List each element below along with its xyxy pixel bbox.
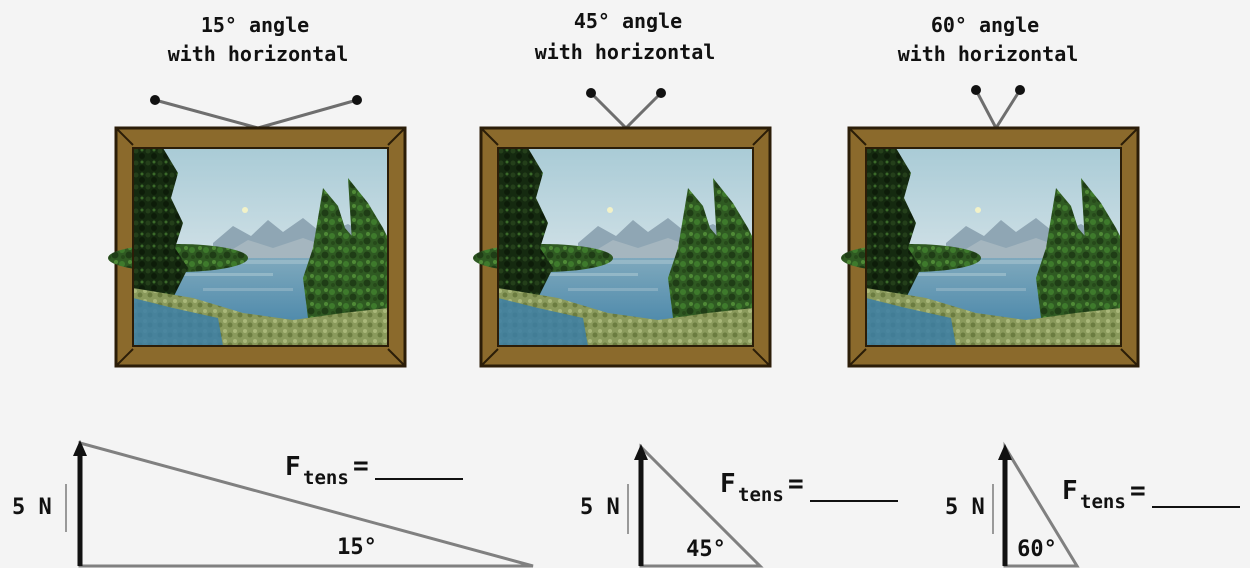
force-triangle-15: 5 N 15° F tens = xyxy=(12,440,534,568)
caption-60: 60° angle with horizontal xyxy=(898,13,1079,66)
nail-60-right xyxy=(1015,85,1025,95)
arrowhead-45 xyxy=(634,444,648,460)
caption-15: 15° angle with horizontal xyxy=(168,13,349,66)
tension-label-15-sub: tens xyxy=(303,467,349,489)
force-label-45: 5 N xyxy=(580,495,620,520)
tension-label-60-sub: tens xyxy=(1080,491,1126,513)
picture-frame-15 xyxy=(108,126,407,368)
arrowhead-15 xyxy=(73,440,87,456)
wire-45-left xyxy=(589,91,628,130)
nail-15-left xyxy=(150,95,160,105)
nail-45-right xyxy=(656,88,666,98)
caption-15-line1: 15° angle xyxy=(201,13,309,37)
caption-45: 45° angle with horizontal xyxy=(535,9,716,64)
caption-60-line2: with horizontal xyxy=(898,42,1079,66)
force-label-60: 5 N xyxy=(945,495,985,520)
wire-60-right xyxy=(994,89,1022,129)
wire-45-right xyxy=(624,91,663,130)
nail-45-left xyxy=(586,88,596,98)
force-triangle-60: 5 N 60° F tens = xyxy=(945,441,1240,568)
angle-label-60: 60° xyxy=(1017,537,1057,562)
wires-45 xyxy=(586,88,666,130)
wire-15-right xyxy=(257,98,358,130)
tension-label-60-main: F xyxy=(1062,476,1078,506)
landscape-painting-60 xyxy=(841,147,1122,347)
wires-60 xyxy=(971,85,1025,129)
caption-15-line2: with horizontal xyxy=(168,42,349,66)
caption-60-line1: 60° angle xyxy=(931,13,1039,37)
landscape-painting-15 xyxy=(108,147,389,347)
angle-label-45: 45° xyxy=(686,537,726,562)
angle-label-15: 15° xyxy=(337,535,377,560)
arrowhead-60 xyxy=(998,444,1012,460)
triangle-15-outline xyxy=(78,441,534,568)
wire-15-left xyxy=(154,98,259,130)
nail-15-right xyxy=(352,95,362,105)
force-label-15: 5 N xyxy=(12,495,52,520)
wires-15 xyxy=(150,95,362,130)
caption-45-line1: 45° angle xyxy=(574,9,682,33)
force-triangle-45: 5 N 45° F tens = xyxy=(580,443,898,568)
picture-frame-60 xyxy=(841,126,1140,368)
tension-label-45-eq: = xyxy=(788,469,804,499)
picture-frame-45 xyxy=(473,126,772,368)
wire-60-left xyxy=(974,89,998,129)
tension-label-45-sub: tens xyxy=(738,484,784,506)
tension-label-15-main: F xyxy=(285,452,301,482)
nail-60-left xyxy=(971,85,981,95)
tension-label-60-eq: = xyxy=(1130,476,1146,506)
tension-label-45-main: F xyxy=(720,469,736,499)
caption-45-line2: with horizontal xyxy=(535,40,716,64)
tension-label-15-eq: = xyxy=(353,451,369,481)
landscape-painting-45 xyxy=(473,147,754,347)
